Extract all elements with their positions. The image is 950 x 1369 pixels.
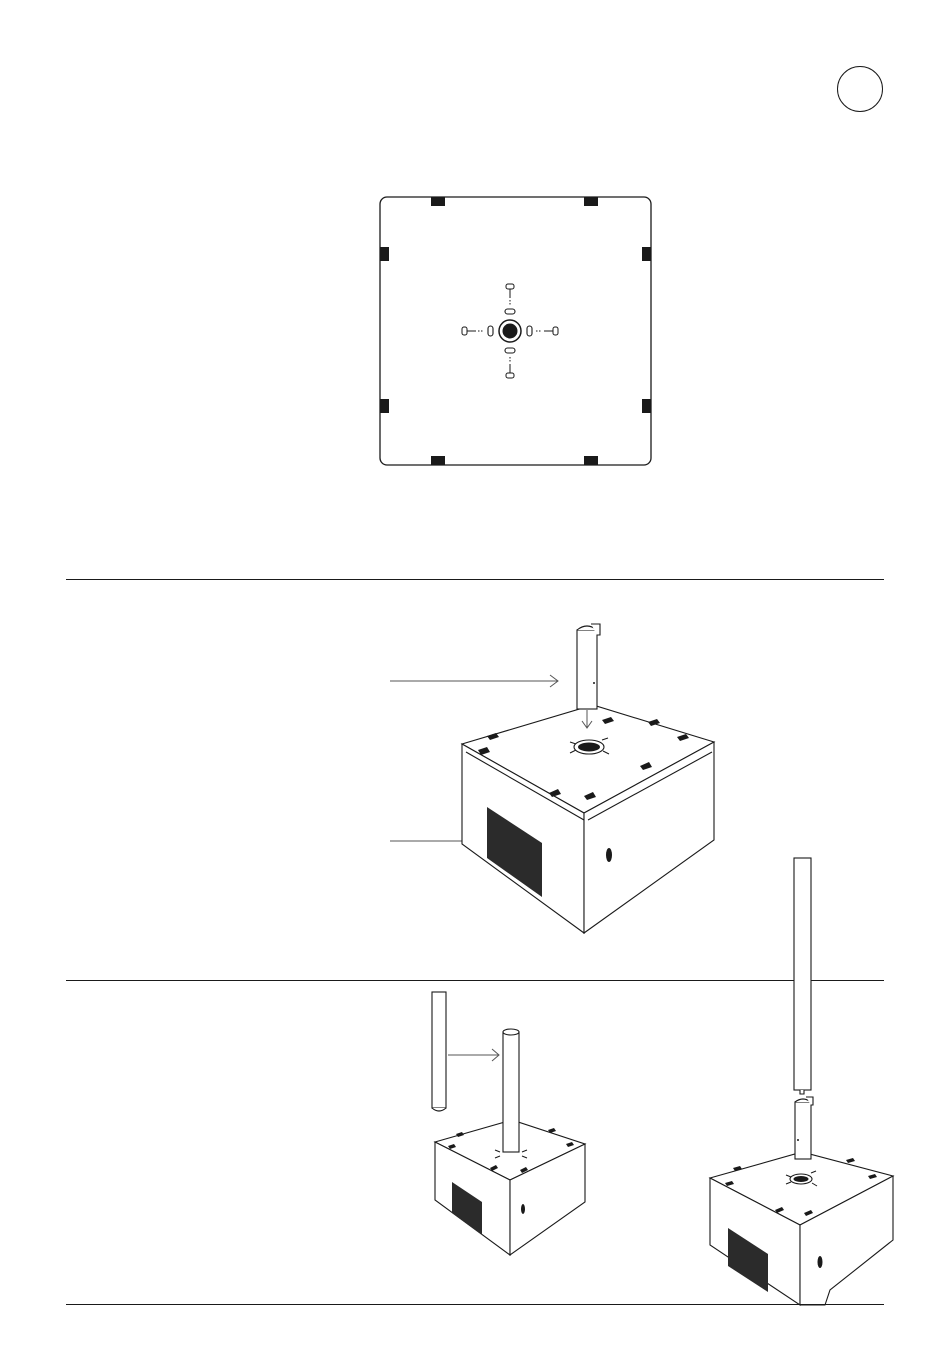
extension-pole bbox=[432, 992, 446, 1111]
tube-hole bbox=[797, 1139, 799, 1141]
side-slot bbox=[818, 1256, 823, 1268]
tube bbox=[795, 1097, 813, 1159]
arrow-icon bbox=[448, 1049, 499, 1061]
side-slot bbox=[521, 1204, 525, 1214]
section-divider bbox=[66, 1304, 884, 1305]
long-pole bbox=[794, 858, 811, 1094]
tube bbox=[503, 1029, 519, 1152]
base-box-large bbox=[710, 1152, 893, 1305]
